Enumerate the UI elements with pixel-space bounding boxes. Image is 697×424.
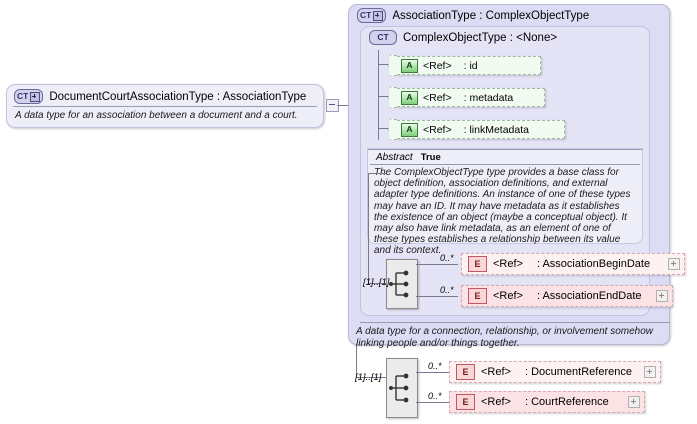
sequence-icon — [389, 270, 409, 298]
attribute-ref: <Ref> — [423, 91, 452, 104]
element-court-reference[interactable]: E <Ref> : CourtReference — [449, 391, 645, 413]
abstract-label: Abstract — [376, 152, 413, 163]
occurrence-label: 0..* — [440, 285, 454, 295]
element-ref: <Ref> — [481, 366, 511, 378]
complex-type-icon[interactable]: CT — [369, 30, 397, 45]
badge-ct-label: CT — [360, 10, 372, 21]
connector-attr-metadata — [378, 96, 388, 97]
occurrence-label: 0..* — [440, 253, 454, 263]
association-type-divider — [360, 322, 670, 323]
attribute-name: : metadata — [463, 91, 514, 104]
complex-type-expand-icon[interactable]: CT — [357, 8, 387, 23]
element-name: : DocumentReference — [524, 366, 632, 378]
abstract-value: True — [420, 152, 441, 163]
connector-inner-branch-2 — [416, 296, 458, 297]
element-association-end-date[interactable]: E <Ref> : AssociationEndDate — [461, 285, 673, 307]
inner-sequence-box[interactable] — [386, 259, 418, 309]
root-node-divider — [13, 106, 317, 107]
attribute-notch — [388, 119, 397, 140]
expand-plus-icon[interactable] — [644, 366, 656, 378]
badge-ct-label: CT — [377, 32, 389, 43]
connector-outer-branch-1 — [416, 372, 450, 373]
plus-icon[interactable] — [30, 91, 41, 102]
root-complex-type-node[interactable]: CT DocumentCourtAssociationType : Associ… — [6, 84, 324, 128]
root-node-documentation: A data type for an association between a… — [15, 110, 298, 121]
element-name: : AssociationEndDate — [536, 290, 642, 302]
connector-inner-seq-in — [368, 173, 386, 174]
attribute-name: : linkMetadata — [463, 123, 529, 136]
inner-sequence-cardinality: [1]..[1] — [363, 277, 390, 288]
attribute-id[interactable]: A <Ref> : id — [397, 56, 541, 75]
complex-object-type-title: ComplexObjectType : <None> — [403, 31, 558, 44]
attribute-icon: A — [401, 122, 418, 137]
badge-ct-label: CT — [17, 91, 29, 102]
element-icon: E — [468, 256, 487, 272]
element-icon: E — [456, 394, 475, 410]
complex-object-type-annotation: Abstract True The ComplexObjectType type… — [367, 148, 643, 256]
element-icon: E — [456, 364, 475, 380]
connector-root-h — [337, 105, 356, 106]
attribute-icon: A — [401, 58, 418, 73]
occurrence-label: 0..* — [428, 391, 442, 401]
attribute-notch — [388, 87, 397, 108]
element-document-reference[interactable]: E <Ref> : DocumentReference — [449, 361, 661, 383]
association-type-title: AssociationType : ComplexObjectType — [392, 9, 590, 22]
attribute-metadata[interactable]: A <Ref> : metadata — [397, 88, 545, 107]
annotation-divider — [370, 164, 640, 165]
connector-to-outer-sequence — [356, 377, 386, 378]
expand-plus-icon[interactable] — [656, 290, 668, 302]
connector-inner-seq-in-v — [368, 173, 369, 283]
plus-icon[interactable] — [373, 10, 384, 21]
expand-plus-icon[interactable] — [668, 258, 680, 270]
attribute-name: : id — [463, 59, 478, 72]
element-name: : AssociationBeginDate — [536, 258, 651, 270]
attribute-linkmetadata[interactable]: A <Ref> : linkMetadata — [397, 120, 565, 139]
element-ref: <Ref> — [481, 396, 511, 408]
connector-attr-id — [378, 64, 388, 65]
expand-plus-icon[interactable] — [628, 396, 640, 408]
connector-outer-branch-2 — [416, 402, 450, 403]
outer-sequence-box[interactable] — [386, 358, 418, 418]
attribute-row[interactable]: A <Ref> : metadata — [388, 87, 545, 108]
association-type-documentation: A data type for a connection, relationsh… — [356, 326, 654, 349]
attribute-notch — [388, 55, 397, 76]
complex-type-expand-icon[interactable]: CT — [14, 89, 44, 104]
annotation-top-divider — [368, 149, 642, 150]
attribute-row[interactable]: A <Ref> : linkMetadata — [388, 119, 565, 140]
occurrence-label: 0..* — [428, 361, 442, 371]
attribute-ref: <Ref> — [423, 123, 452, 136]
element-ref: <Ref> — [493, 258, 523, 270]
abstract-row: Abstract True — [368, 150, 642, 164]
element-icon: E — [468, 288, 487, 304]
attribute-row[interactable]: A <Ref> : id — [388, 55, 541, 76]
connector-inner-seq-entry — [368, 283, 386, 284]
element-ref: <Ref> — [493, 290, 523, 302]
connector-attr-linkmetadata — [378, 128, 388, 129]
complex-object-type-header: CT ComplexObjectType : <None> — [362, 27, 648, 47]
connector-inner-branch-1 — [416, 264, 458, 265]
element-name: : CourtReference — [524, 396, 609, 408]
connector-attr-v — [378, 50, 379, 140]
attribute-ref: <Ref> — [423, 59, 452, 72]
outer-sequence-cardinality: [1]..[1] — [355, 372, 382, 383]
root-node-title: DocumentCourtAssociationType : Associati… — [49, 90, 307, 103]
sequence-icon — [389, 373, 409, 403]
root-node-header: CT DocumentCourtAssociationType : Associ… — [7, 85, 323, 106]
attribute-icon: A — [401, 90, 418, 105]
element-association-begin-date[interactable]: E <Ref> : AssociationBeginDate — [461, 253, 685, 275]
complex-object-type-documentation: The ComplexObjectType type provides a ba… — [374, 167, 631, 257]
association-type-header: CT AssociationType : ComplexObjectType — [350, 5, 668, 25]
